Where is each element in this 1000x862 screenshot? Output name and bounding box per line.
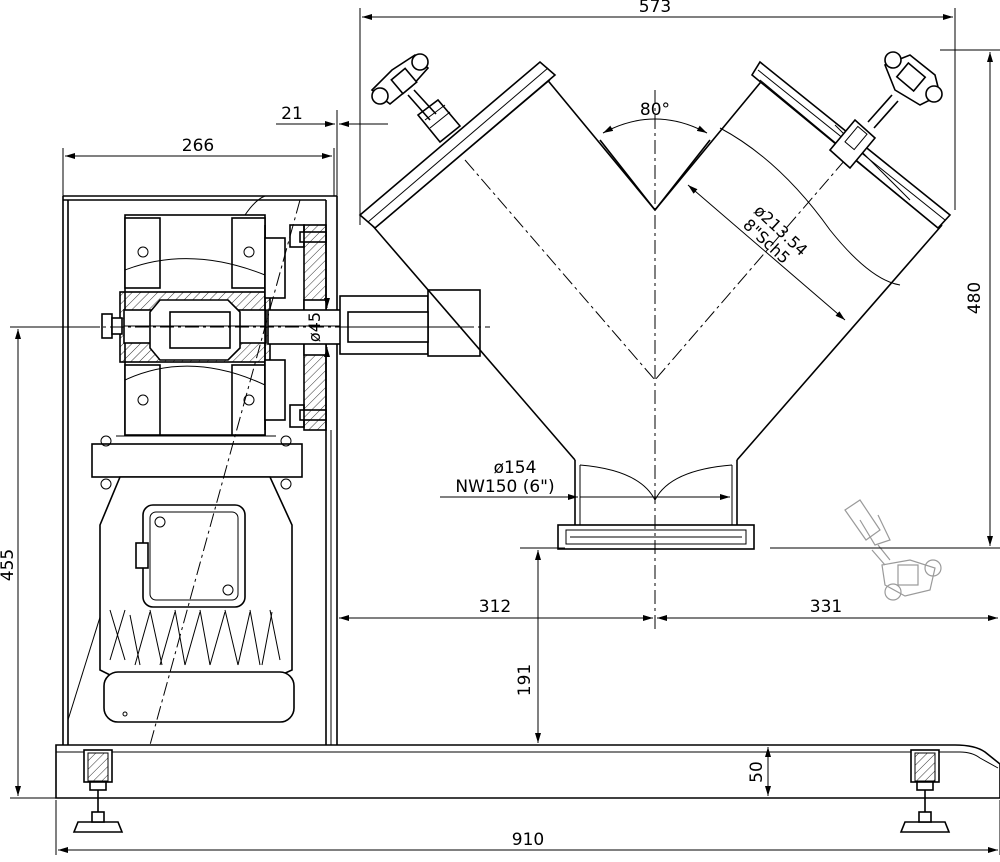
electric-motor	[91, 199, 303, 746]
bearing-block	[10, 289, 490, 357]
dimension-lines	[10, 8, 1000, 855]
gearbox	[101, 195, 349, 436]
dimension-labels: 573 21 266 480 455 80° ø213.54 8"Sch5 ø4…	[0, 0, 985, 850]
dim-573: 573	[639, 0, 671, 17]
base-plate	[55, 744, 1000, 799]
dim-455: 455	[0, 549, 18, 581]
leveling-foot-right	[899, 749, 951, 833]
dim-910: 910	[512, 830, 544, 850]
leveling-foot-left	[72, 749, 124, 833]
dim-shaft-diameter: ø45	[305, 312, 324, 342]
dim-outlet-diameter: ø154	[494, 458, 537, 478]
valve-left	[370, 53, 462, 144]
valve-right	[828, 51, 943, 170]
valve-ghost	[844, 499, 942, 601]
dim-outlet-nominal: NW150 (6")	[455, 477, 554, 497]
dim-21: 21	[281, 104, 303, 124]
dim-266: 266	[182, 136, 214, 156]
dim-312: 312	[479, 597, 511, 617]
drive-frame	[62, 195, 338, 745]
dim-angle: 80°	[640, 100, 670, 120]
dim-331: 331	[810, 597, 842, 617]
dim-50: 50	[747, 761, 767, 783]
dim-480: 480	[965, 282, 985, 314]
dim-191: 191	[515, 664, 535, 696]
